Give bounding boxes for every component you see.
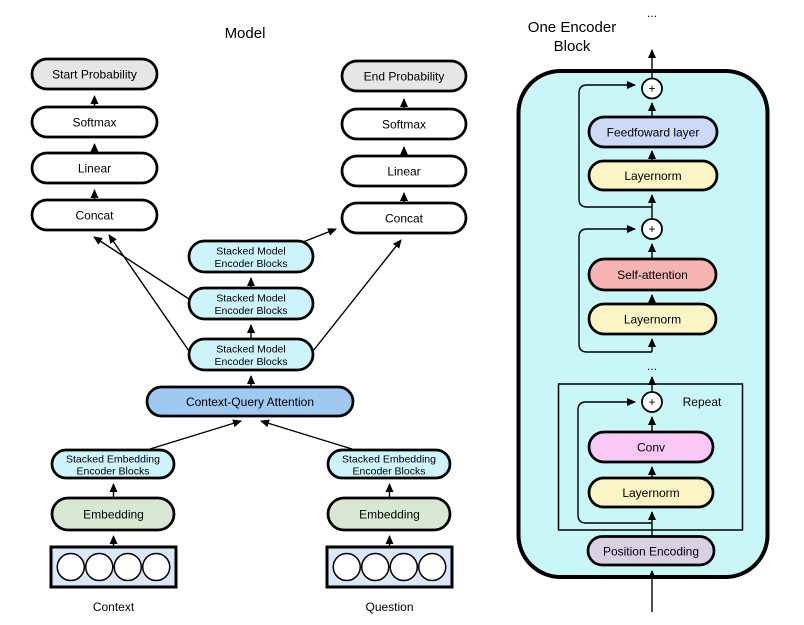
concat-label-left: Concat <box>75 209 114 223</box>
residual-add-circle-self-attention <box>641 218 663 240</box>
ellipsis-top: ... <box>647 6 657 20</box>
stacked-model-block-bottom <box>187 337 315 372</box>
concat-box-left <box>30 198 159 232</box>
linear-box-left <box>30 151 159 185</box>
repeat-label: Repeat <box>683 395 722 409</box>
end-probability-label: End Probability <box>364 70 445 84</box>
plus-sign: + <box>648 395 655 409</box>
stacked-model-bottom-line2: Encoder Blocks <box>215 356 288 368</box>
stacked-model-middle-line1: Stacked Model <box>216 293 285 305</box>
stacked-model-middle-line2: Encoder Blocks <box>215 305 288 317</box>
layernorm-label-2: Layernorm <box>624 313 681 327</box>
skip-connection-self-attention <box>578 225 652 353</box>
concat-box-right <box>340 201 468 235</box>
layernorm-label-3: Layernorm <box>622 486 679 500</box>
arrow-middle-block-to-left-concat <box>93 236 190 300</box>
end-probability-box <box>340 59 468 93</box>
question-branch: Stacked Embedding Encoder Blocks Embeddi… <box>260 419 454 614</box>
stacked-model-top-line2: Encoder Blocks <box>215 258 288 270</box>
conv-label: Conv <box>637 441 665 455</box>
concat-label-right: Concat <box>385 212 424 226</box>
embedding-box-question <box>326 496 452 532</box>
feedforward-label: Feedfoward layer <box>607 126 700 140</box>
start-probability-column: Start Probability Softmax Linear Concat <box>30 57 159 232</box>
linear-box-right <box>340 154 468 188</box>
softmax-box-right <box>340 107 468 141</box>
plus-sign: + <box>648 222 655 236</box>
arrow-bottom-block-to-right-concat <box>312 239 402 352</box>
start-probability-label: Start Probability <box>52 68 137 82</box>
question-token-circle <box>389 552 418 582</box>
linear-label-left: Linear <box>78 162 111 176</box>
encoder-block-title-line1: One Encoder <box>528 19 616 36</box>
stacked-model-top-line1: Stacked Model <box>216 246 285 258</box>
stacked-embedding-context-line2: Encoder Blocks <box>77 466 150 478</box>
self-attention-box <box>587 257 718 292</box>
stacked-embedding-box-context <box>50 448 176 480</box>
feedforward-sub-block: + Feedfoward layer Layernorm <box>578 77 719 219</box>
embedding-box-context <box>50 496 176 532</box>
stacked-embedding-question-line1: Stacked Embedding <box>342 454 436 466</box>
linear-label-right: Linear <box>387 165 420 179</box>
context-token-circle <box>85 552 114 582</box>
conv-box <box>587 430 715 464</box>
softmax-box-left <box>30 105 159 139</box>
skip-connection-conv <box>577 398 652 524</box>
model-title: Model <box>225 25 266 42</box>
encoder-block-title-line2: Block <box>554 38 591 55</box>
softmax-label-left: Softmax <box>72 116 116 130</box>
softmax-label-right: Softmax <box>382 118 426 132</box>
stacked-model-bottom-line1: Stacked Model <box>216 344 285 356</box>
question-token-circle <box>361 552 390 582</box>
position-encoding-box <box>586 535 716 567</box>
stacked-model-encoder-blocks: Stacked Model Encoder Blocks Stacked Mod… <box>187 239 315 372</box>
layernorm-box-3 <box>587 476 715 509</box>
repeat-sub-block: Repeat + Conv Layernorm <box>557 376 744 536</box>
residual-add-circle-feedforward <box>641 77 663 100</box>
embedding-label-context: Embedding <box>83 508 144 522</box>
feedforward-box <box>587 115 719 149</box>
context-token-circle <box>56 552 85 582</box>
encoder-block-diagram: One Encoder Block ... + Feedfoward layer… <box>516 6 770 612</box>
context-token-circle <box>142 552 171 582</box>
question-label: Question <box>365 600 413 614</box>
question-token-circle <box>332 552 361 582</box>
arrow-bottom-block-to-left-concat <box>108 234 190 352</box>
model-diagram: Model Start Probability Softmax Linear C… <box>30 25 468 614</box>
self-attention-sub-block: + Self-attention Layernorm <box>578 218 718 353</box>
embedding-label-question: Embedding <box>359 508 420 522</box>
end-probability-column: End Probability Softmax Linear Concat <box>340 59 468 235</box>
context-query-attention-label: Context-Query Attention <box>186 395 314 409</box>
stacked-embedding-box-question <box>326 448 452 480</box>
plus-sign: + <box>648 82 655 96</box>
question-token-circle <box>418 552 447 582</box>
arrow-top-block-to-right-concat <box>302 228 337 243</box>
ellipsis-middle: ... <box>647 359 657 373</box>
stacked-model-block-top <box>187 239 315 274</box>
layernorm-box-2 <box>587 302 718 336</box>
arrow-question-stack-to-cqa <box>260 419 353 450</box>
skip-connection-feedforward <box>578 81 652 208</box>
stacked-embedding-question-line2: Encoder Blocks <box>353 466 426 478</box>
context-branch: Stacked Embedding Encoder Blocks Embeddi… <box>49 419 242 614</box>
position-encoding-label: Position Encoding <box>603 545 699 559</box>
context-query-attention-box <box>145 385 355 418</box>
layernorm-label-1: Layernorm <box>624 169 681 183</box>
residual-add-circle-conv <box>641 391 663 413</box>
start-probability-box <box>30 57 159 91</box>
layernorm-box-1 <box>587 159 719 192</box>
self-attention-label: Self-attention <box>617 268 688 282</box>
arrow-context-stack-to-cqa <box>149 419 242 450</box>
stacked-model-block-middle <box>187 286 315 321</box>
context-label: Context <box>93 600 135 614</box>
context-token-circle <box>113 552 142 582</box>
stacked-embedding-context-line1: Stacked Embedding <box>66 454 160 466</box>
